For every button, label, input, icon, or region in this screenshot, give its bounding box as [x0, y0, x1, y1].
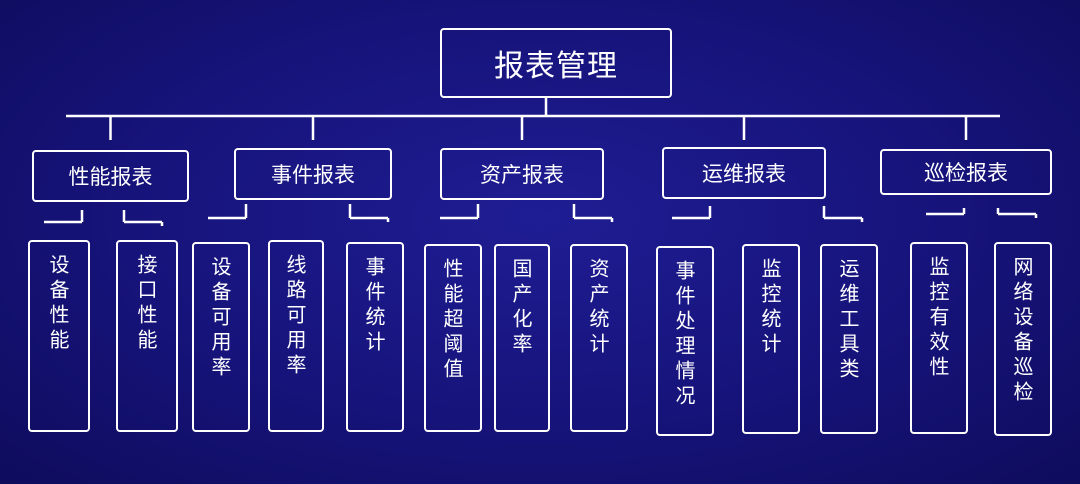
- category-node: 巡检报表: [880, 149, 1052, 195]
- leaf-node: 国产化率: [494, 244, 550, 432]
- category-node: 运维报表: [662, 147, 826, 199]
- category-node: 资产报表: [440, 148, 604, 200]
- leaf-node: 线路可用率: [268, 240, 324, 432]
- leaf-node: 性能超阈值: [424, 244, 482, 432]
- leaf-node: 事件统计: [346, 242, 404, 432]
- leaf-node: 设备可用率: [192, 242, 250, 432]
- leaf-node: 网络设备巡检: [994, 242, 1052, 436]
- leaf-node: 设备性能: [28, 240, 90, 432]
- category-node: 性能报表: [32, 150, 189, 202]
- leaf-node: 监控统计: [742, 244, 800, 434]
- leaf-node: 接口性能: [116, 240, 178, 432]
- root-node: 报表管理: [440, 28, 672, 98]
- category-node: 事件报表: [234, 148, 392, 200]
- leaf-node: 事件处理情况: [656, 246, 714, 436]
- leaf-node: 运维工具类: [820, 244, 878, 434]
- leaf-node: 资产统计: [570, 244, 628, 432]
- leaf-node: 监控有效性: [910, 242, 968, 434]
